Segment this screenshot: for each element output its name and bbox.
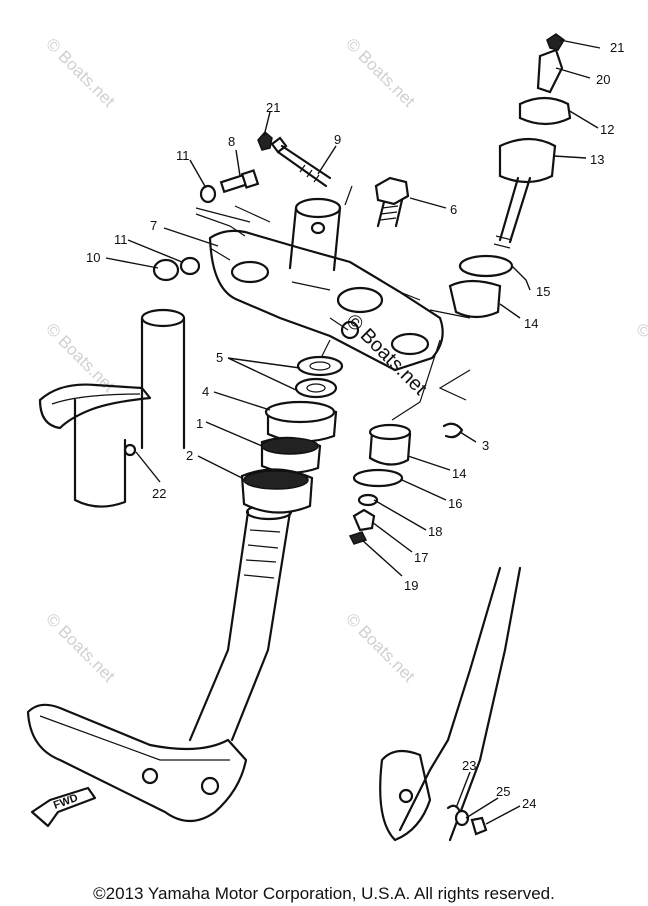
stem-bolt: [374, 176, 410, 228]
callouts: 21 20 12 13 15 14 21 8 9 11 6 7 11 10 5 …: [86, 40, 624, 811]
callout-19: 19: [404, 578, 418, 593]
cap: [152, 258, 180, 282]
callout-20: 20: [596, 72, 610, 87]
callout-7: 7: [150, 218, 157, 233]
callout-16: 16: [448, 496, 462, 511]
callout-22: 22: [152, 486, 166, 501]
handlebar-holder: [448, 33, 572, 319]
callout-4: 4: [202, 384, 209, 399]
callout-12: 12: [600, 122, 614, 137]
watermark: © Boats.net: [342, 609, 419, 686]
callout-13: 13: [590, 152, 604, 167]
callout-14: 14: [452, 466, 466, 481]
callout-25: 25: [496, 784, 510, 799]
callout-14: 14: [524, 316, 538, 331]
callout-11: 11: [176, 148, 190, 163]
callout-15: 15: [536, 284, 550, 299]
washer-small-b: [179, 256, 201, 276]
guide-lines: [195, 185, 471, 421]
bracket-leader-shape: [195, 213, 246, 237]
fork-bolts: [446, 804, 488, 836]
under-bracket: [26, 703, 248, 823]
callout-24: 24: [522, 796, 536, 811]
callout-21: 21: [266, 100, 280, 115]
callout-17: 17: [414, 550, 428, 565]
steering-parts-diagram: © Boats.net © Boats.net © Boats.net © Bo…: [26, 33, 648, 842]
callout-18: 18: [428, 524, 442, 539]
callout-3: 3: [482, 438, 489, 453]
callout-8: 8: [228, 134, 235, 149]
pinch-bolt: [270, 136, 332, 188]
callout-21: 21: [610, 40, 624, 55]
bearing-stack: [240, 355, 344, 514]
watermark: © Boats.net: [42, 609, 119, 686]
upper-bracket: [208, 197, 444, 372]
fork-tube: [73, 308, 186, 508]
steering-stem: [188, 503, 293, 742]
callout-23: 23: [462, 758, 476, 773]
forward-arrow: FWD: [30, 786, 97, 828]
watermark: © Boats.net: [342, 34, 419, 111]
right-fork-leg: [379, 566, 522, 842]
leader-lines: [105, 39, 601, 825]
watermark: © Boats.net: [632, 319, 648, 396]
nut-small: [257, 130, 273, 151]
headlight-bracket: [38, 383, 152, 457]
washer-small: [199, 184, 217, 204]
callout-10: 10: [86, 250, 100, 265]
watermark-layer: © Boats.net © Boats.net © Boats.net © Bo…: [42, 34, 648, 686]
callout-1: 1: [196, 416, 203, 431]
callout-5: 5: [216, 350, 223, 365]
small-bolt: [219, 169, 260, 194]
callout-6: 6: [450, 202, 457, 217]
callout-2: 2: [186, 448, 193, 463]
holder-parts-lower: [348, 422, 464, 545]
watermark: © Boats.net: [42, 34, 119, 111]
callout-9: 9: [334, 132, 341, 147]
copyright-notice: ©2013 Yamaha Motor Corporation, U.S.A. A…: [93, 884, 555, 903]
callout-11: 11: [114, 232, 128, 247]
